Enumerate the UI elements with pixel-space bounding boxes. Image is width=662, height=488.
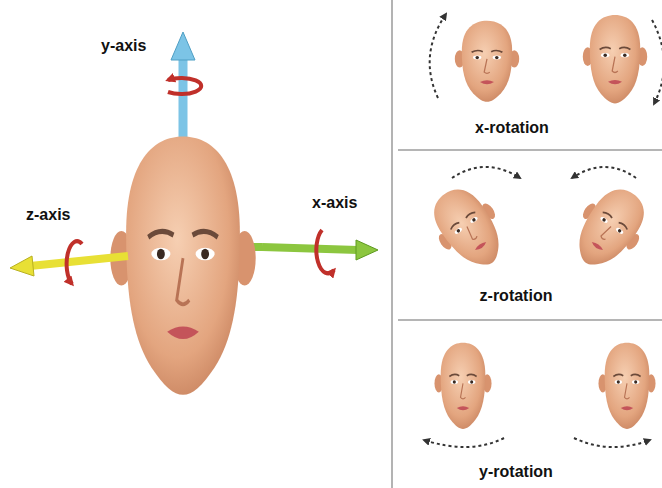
rotation-label: x-rotation bbox=[475, 118, 549, 137]
rotation-label: z-rotation bbox=[480, 286, 553, 305]
axis-label: x-axis bbox=[312, 193, 357, 212]
axis-label: z-axis bbox=[26, 205, 70, 224]
rotation-label: y-rotation bbox=[479, 462, 553, 481]
axis-label: y-axis bbox=[101, 36, 146, 55]
